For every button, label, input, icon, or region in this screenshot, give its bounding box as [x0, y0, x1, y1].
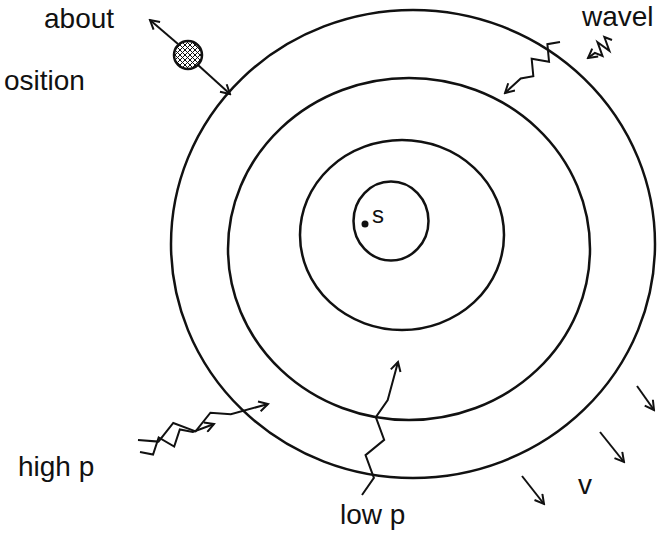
- annotation-label: low p: [340, 500, 405, 531]
- oscillation-arrow: [150, 20, 178, 44]
- pointer-arrow: [362, 362, 398, 495]
- annotation-label: high p: [18, 452, 94, 483]
- oscillation-arrow: [198, 65, 230, 94]
- annotation-label: v: [578, 470, 592, 501]
- wavefront: [171, 10, 655, 478]
- wavefront: [228, 78, 590, 420]
- pointer-arrow: [140, 424, 214, 455]
- velocity-arrow: [600, 432, 624, 462]
- velocity-arrow: [637, 386, 654, 410]
- pointer-arrow: [138, 404, 268, 442]
- circle-outline: [354, 182, 429, 261]
- wavefront: [300, 140, 504, 330]
- pointer-arrow: [505, 42, 560, 93]
- annotation-label: wavel: [582, 2, 654, 33]
- particle: [174, 41, 202, 69]
- circle-outline: [352, 180, 430, 262]
- source-dot: [362, 221, 369, 228]
- source-label: s: [372, 202, 384, 228]
- velocity-arrow: [522, 476, 544, 504]
- annotation-label: about: [44, 4, 114, 35]
- source-circle: s: [352, 180, 430, 262]
- pointer-arrow: [588, 37, 612, 58]
- annotation-label: osition: [4, 66, 85, 97]
